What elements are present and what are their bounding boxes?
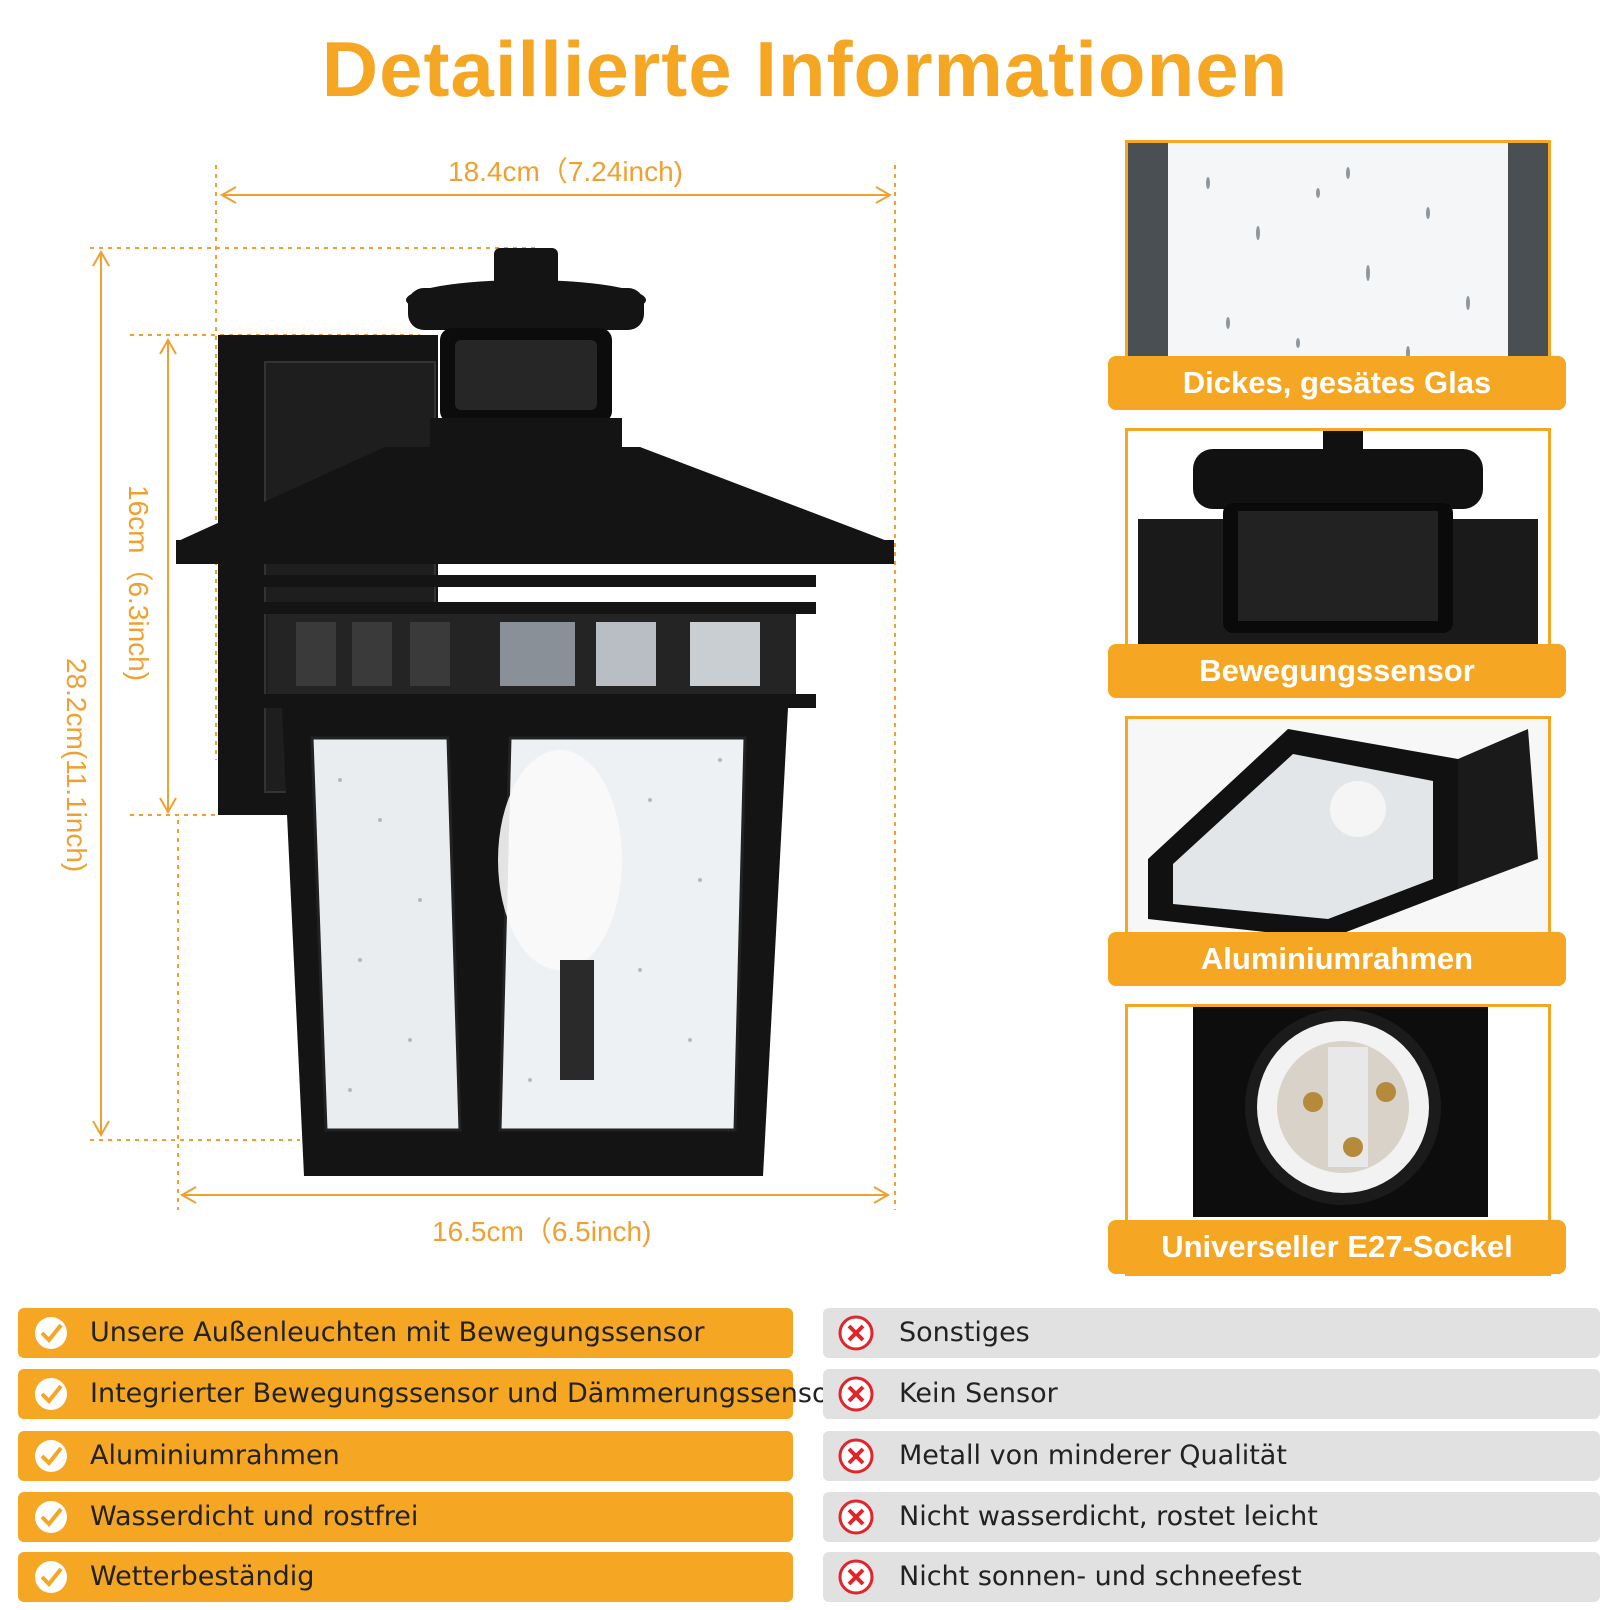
cross-icon [838, 1438, 874, 1474]
check-icon [35, 1317, 67, 1349]
aluminum-frame-label: Aluminiumrahmen [1108, 932, 1566, 986]
aluminum-frame-closeup-icon [1128, 719, 1548, 959]
cross-icon [838, 1315, 874, 1351]
pro-text: Wasserdicht und rostfrei [90, 1501, 419, 1532]
wall-lamp-illustration [90, 165, 896, 1210]
pro-text: Integrierter Bewegungssensor und Dämmeru… [90, 1378, 840, 1409]
check-icon [35, 1378, 67, 1410]
con-item-other: Sonstiges [823, 1308, 1600, 1358]
con-text: Nicht wasserdicht, rostet leicht [899, 1501, 1318, 1532]
cross-icon [838, 1376, 874, 1412]
top-width-label: 18.4cm（7.24inch) [448, 156, 684, 187]
e27-socket-label: Universeller E27-Sockel [1108, 1220, 1566, 1274]
page-title: Detaillierte Informationen [321, 25, 1289, 113]
check-icon [35, 1561, 67, 1593]
pro-item-waterproof: Wasserdicht und rostfrei [18, 1492, 793, 1542]
motion-sensor-label: Bewegungssensor [1108, 644, 1566, 698]
con-item-low-quality-metal: Metall von minderer Qualität [823, 1431, 1600, 1481]
pro-item-motion-lights: Unsere Außenleuchten mit Bewegungssensor [18, 1308, 793, 1358]
con-text: Metall von minderer Qualität [899, 1440, 1287, 1471]
con-text: Kein Sensor [899, 1378, 1058, 1409]
cross-icon [838, 1499, 874, 1535]
pro-item-weatherproof: Wetterbeständig [18, 1552, 793, 1602]
motion-sensor-panel [1125, 428, 1551, 674]
con-item-not-waterproof: Nicht wasserdicht, rostet leicht [823, 1492, 1600, 1542]
con-item-no-sensor: Kein Sensor [823, 1369, 1600, 1419]
pro-text: Wetterbeständig [90, 1561, 315, 1592]
con-text: Nicht sonnen- und schneefest [899, 1561, 1302, 1592]
cross-icon [838, 1559, 874, 1595]
motion-sensor-closeup-icon [1128, 431, 1548, 671]
check-icon [35, 1501, 67, 1533]
seeded-glass-label: Dickes, gesätes Glas [1108, 356, 1566, 410]
check-icon [35, 1440, 67, 1472]
aluminum-frame-panel [1125, 716, 1551, 962]
pro-item-aluminum: Aluminiumrahmen [18, 1431, 793, 1481]
bottom-width-label: 16.5cm（6.5inch) [432, 1216, 652, 1247]
pro-item-sensors: Integrierter Bewegungssensor und Dämmeru… [18, 1369, 840, 1419]
seeded-glass-panel [1125, 140, 1551, 386]
con-text: Sonstiges [899, 1317, 1030, 1348]
pro-text: Unsere Außenleuchten mit Bewegungssensor [90, 1317, 705, 1348]
seeded-glass-closeup-icon [1128, 143, 1548, 383]
pro-text: Aluminiumrahmen [90, 1440, 340, 1471]
con-item-not-weatherproof: Nicht sonnen- und schneefest [823, 1552, 1600, 1602]
